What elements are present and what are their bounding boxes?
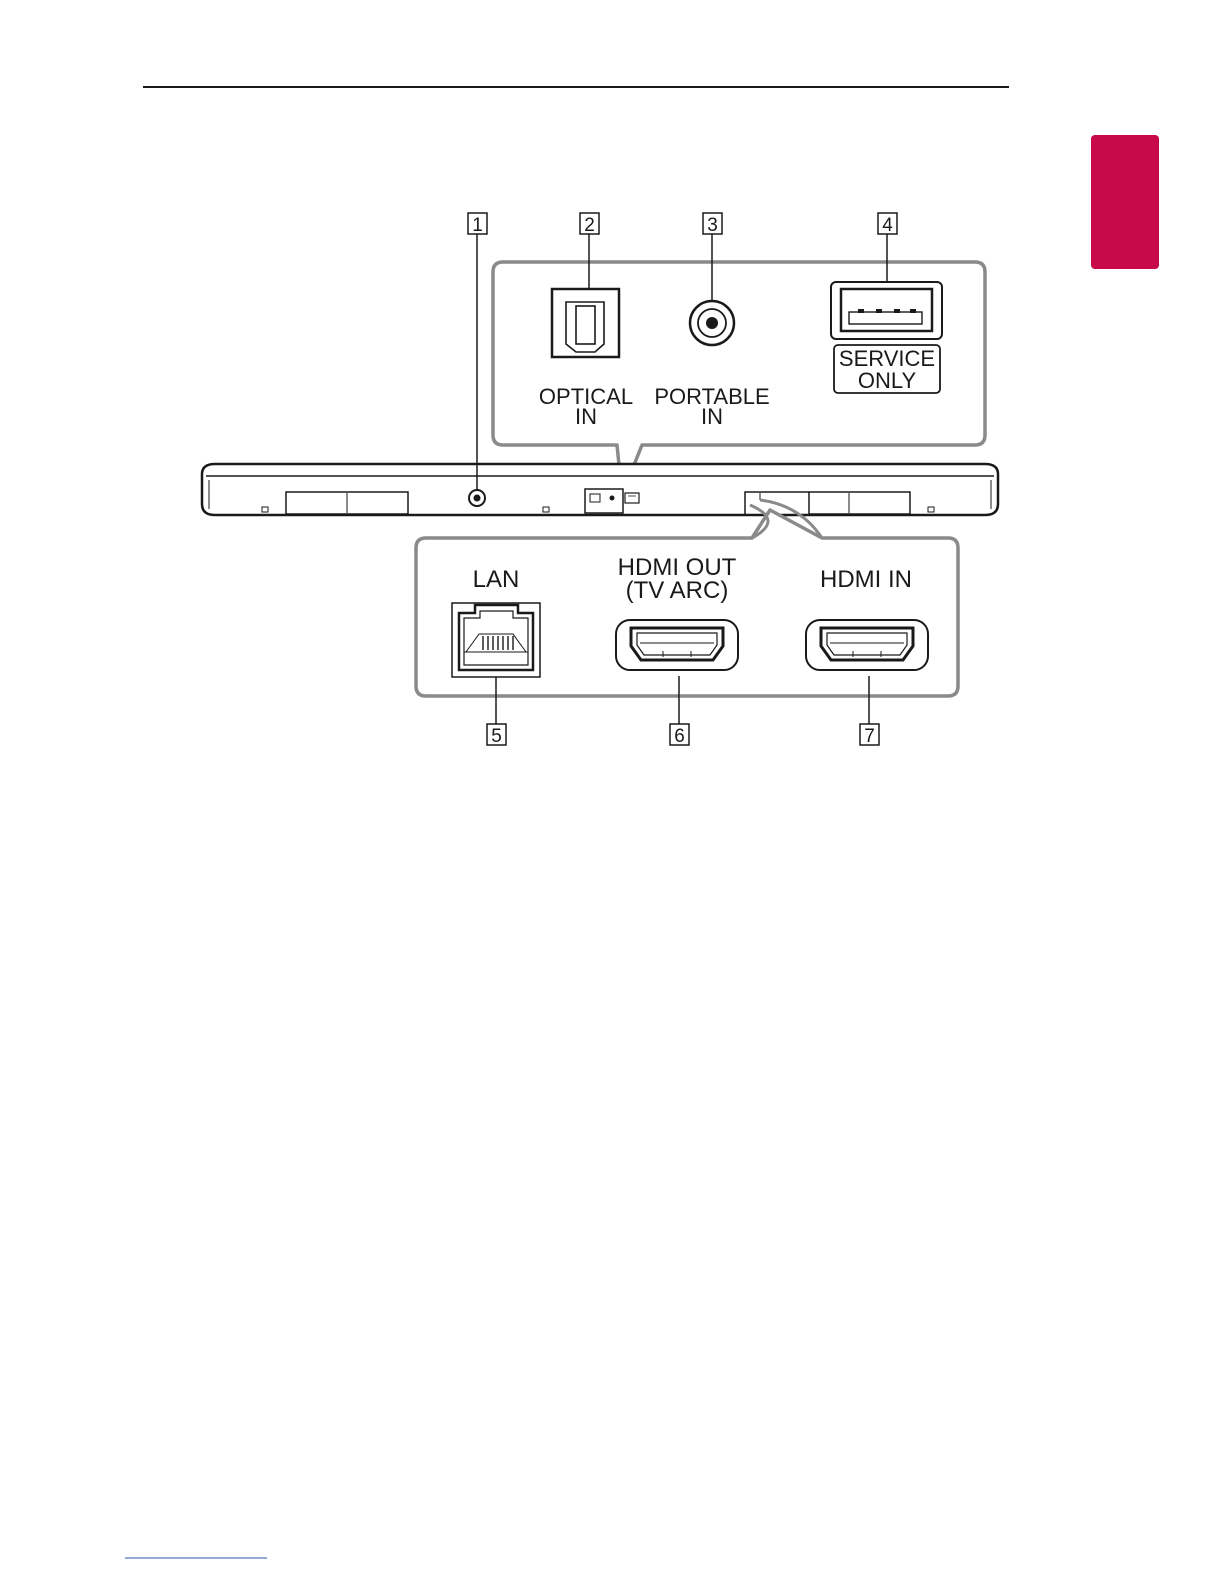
portable-jack-icon xyxy=(690,301,734,345)
callout-2: 2 xyxy=(580,213,599,236)
language-tab xyxy=(1091,135,1159,269)
lan-port-icon xyxy=(452,603,540,677)
hdmi-out-label-line2: (TV ARC) xyxy=(626,577,729,604)
callout-3-number: 3 xyxy=(707,215,718,236)
power-jack-icon xyxy=(469,490,485,506)
callout-6: 6 xyxy=(670,724,689,747)
hdmi-in-port-icon xyxy=(806,620,928,670)
optical-port-icon xyxy=(552,289,619,357)
optical-label-line2: IN xyxy=(575,404,597,429)
callout-6-number: 6 xyxy=(674,726,685,747)
callout-5-number: 5 xyxy=(491,726,502,747)
portable-label-line2: IN xyxy=(701,404,723,429)
callout-1: 1 xyxy=(468,213,487,236)
service-label-line2: ONLY xyxy=(858,368,917,393)
usb-port-icon xyxy=(831,282,942,339)
callout-7: 7 xyxy=(860,724,879,747)
lan-label: LAN xyxy=(473,566,520,593)
callout-7-number: 7 xyxy=(864,726,875,747)
callout-5: 5 xyxy=(487,724,506,747)
hdmi-out-port-icon xyxy=(616,620,738,670)
callout-2-number: 2 xyxy=(584,215,595,236)
callout-1-number: 1 xyxy=(472,215,483,236)
callout-4-number: 4 xyxy=(882,215,893,236)
callout-3: 3 xyxy=(703,213,722,236)
hdmi-in-label: HDMI IN xyxy=(820,566,912,593)
sound-bar xyxy=(202,464,998,515)
callout-4: 4 xyxy=(878,213,897,236)
